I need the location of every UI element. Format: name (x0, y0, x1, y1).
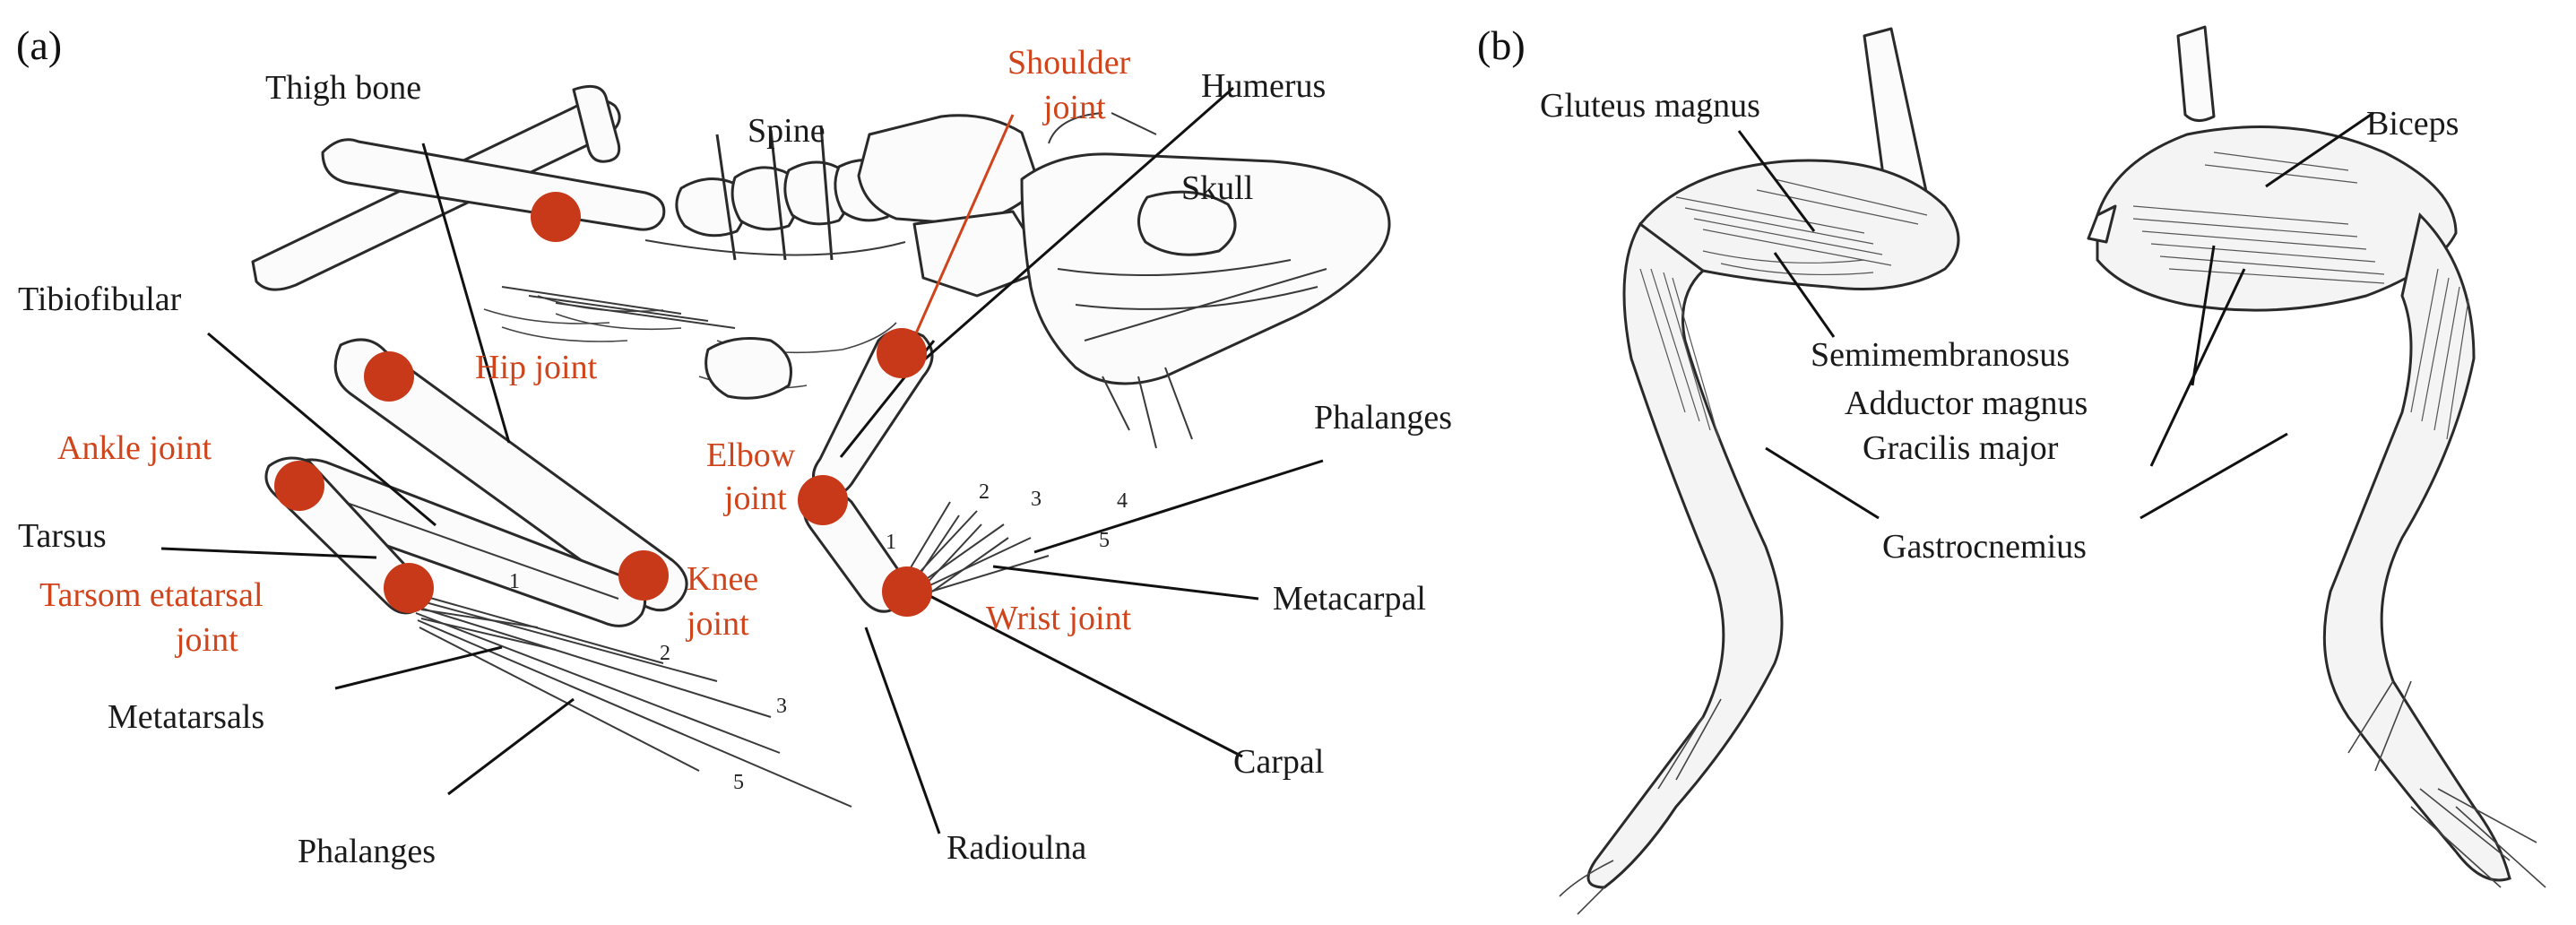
label-elbow-joint-2: joint (722, 480, 787, 517)
left-lower-leg (1586, 221, 1784, 889)
panel-a-skeleton: (a) (16, 22, 1452, 870)
label-carpal: Carpal (1233, 743, 1324, 781)
fore-digit-5: 5 (1099, 529, 1110, 552)
label-semimembranosus: Semimembranosus (1811, 336, 2070, 374)
hind-digit-3: 3 (776, 695, 787, 718)
joint-markers (274, 192, 932, 617)
thigh-bone (333, 338, 688, 612)
left-thigh (1638, 159, 1960, 290)
label-ankle-joint: Ankle joint (57, 429, 212, 467)
label-metatarsals: Metatarsals (108, 698, 264, 736)
label-gastrocnemius: Gastrocnemius (1882, 528, 2087, 566)
right-leg-pelvis-stub (2176, 25, 2216, 122)
knee-joint-marker (618, 550, 669, 601)
label-wrist-joint: Wrist joint (986, 600, 1132, 637)
panel-b-muscles: (b) (1477, 22, 2546, 915)
shoulder-joint-marker (877, 328, 927, 378)
hind-digit-5: 5 (733, 771, 744, 794)
label-gluteus-magnus: Gluteus magnus (1540, 87, 1760, 125)
panel-b-leader-lines (1737, 111, 2374, 520)
label-phalanges-fore: Phalanges (1314, 399, 1452, 437)
sternum-bone (705, 337, 792, 400)
tarsometatarsal-joint-marker (384, 563, 434, 613)
knee-joint-marker-upper (364, 351, 414, 402)
label-biceps: Biceps (2366, 105, 2459, 143)
hind-digit-1: 1 (509, 570, 520, 593)
label-thigh-bone: Thigh bone (265, 69, 421, 107)
label-spine: Spine (748, 112, 826, 150)
skull-orbit (1137, 190, 1237, 256)
label-skull: Skull (1181, 169, 1253, 207)
hind-digit-2: 2 (660, 642, 670, 665)
label-shoulder-joint-2: joint (1042, 89, 1106, 126)
right-leg-drawing (2087, 25, 2546, 888)
right-lower-leg (2322, 212, 2511, 882)
label-radioulna: Radioulna (947, 829, 1086, 867)
skull-bone (1020, 152, 1391, 385)
hip-joint-marker (531, 192, 581, 242)
fore-digit-1: 1 (886, 531, 896, 554)
urostyle-bone (572, 84, 621, 163)
right-leg-ilium (2087, 204, 2117, 244)
fore-digit-3: 3 (1031, 488, 1042, 511)
ankle-joint-marker (274, 461, 324, 511)
wrist-joint-marker (882, 566, 932, 617)
panel-a-leader-lines (160, 86, 1324, 834)
label-elbow-joint-1: Elbow (706, 437, 796, 474)
panel-a-letter: (a) (16, 22, 62, 68)
label-hip-joint: Hip joint (475, 349, 598, 386)
fore-digit-2: 2 (979, 480, 990, 504)
panel-b-letter: (b) (1477, 22, 1526, 68)
elbow-joint-marker (798, 475, 848, 525)
label-adductor-magnus: Adductor magnus (1845, 385, 2088, 422)
label-shoulder-joint-1: Shoulder (1007, 44, 1131, 82)
label-tarsus: Tarsus (18, 517, 107, 555)
label-metacarpal: Metacarpal (1273, 580, 1426, 618)
spine-vertebrae (644, 125, 906, 261)
fore-digit-4: 4 (1117, 489, 1128, 513)
label-tarsometatarsal-joint-2: joint (174, 621, 238, 659)
label-tarsometatarsal-joint-1: Tarsom etatarsal (39, 576, 264, 614)
suprascapula-bone (857, 114, 1042, 226)
label-tibiofibular: Tibiofibular (18, 281, 182, 318)
hindlimb-tibial-fibres (501, 286, 736, 329)
label-phalanges-hind: Phalanges (298, 833, 436, 870)
label-knee-joint-1: Knee (687, 560, 758, 598)
label-humerus: Humerus (1201, 67, 1326, 105)
left-leg-drawing (1559, 27, 1960, 915)
label-knee-joint-2: joint (685, 605, 749, 643)
hindlimb-digits (407, 591, 852, 808)
label-gracilis-major: Gracilis major (1863, 429, 2059, 467)
